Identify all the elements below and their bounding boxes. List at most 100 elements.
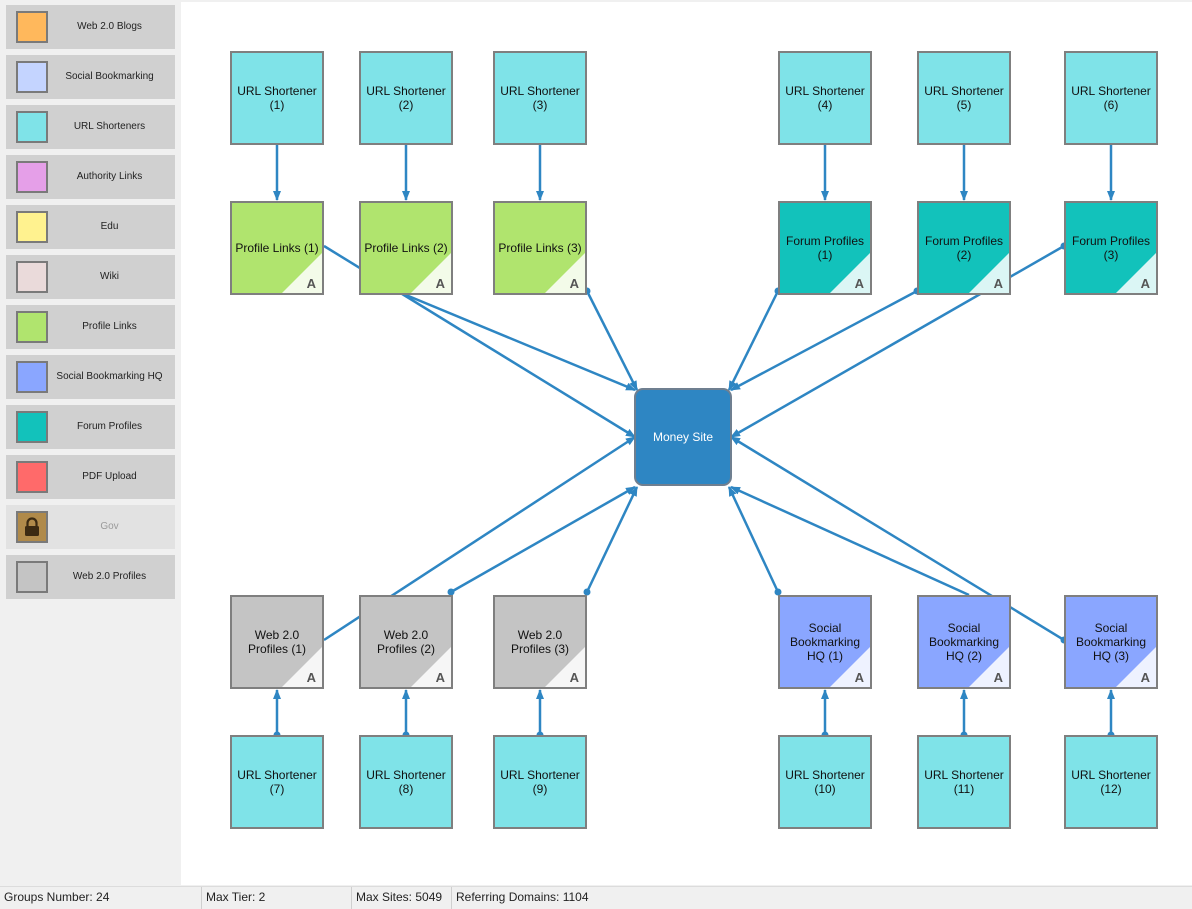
node-url-shortener-9[interactable]: URL Shortener (9): [493, 735, 587, 829]
anchor-badge: A: [993, 276, 1003, 291]
node-url-shortener-7[interactable]: URL Shortener (7): [230, 735, 324, 829]
node-forum-profiles-2[interactable]: Forum Profiles (2) A: [917, 201, 1011, 295]
node-label: Web 2.0 Profiles (2): [376, 628, 435, 656]
anchor-badge: A: [435, 670, 445, 685]
link-tier1-to-money: [730, 485, 970, 597]
page-corner-icon: [969, 253, 1009, 293]
palette-item-web-2-0-blogs[interactable]: Web 2.0 Blogs: [6, 5, 175, 49]
anchor-badge: A: [306, 276, 316, 291]
node-url-shortener-1[interactable]: URL Shortener (1): [230, 51, 324, 145]
link-endpoint-dot: [447, 588, 455, 596]
palette-swatch: [16, 511, 48, 543]
node-profile-links-1[interactable]: Profile Links (1) A: [230, 201, 324, 295]
link-tier1-to-money: [730, 289, 918, 392]
palette-swatch: [16, 461, 48, 493]
node-profile-links-2[interactable]: Profile Links (2) A: [359, 201, 453, 295]
palette-swatch: [16, 361, 48, 393]
anchor-badge: A: [1140, 670, 1150, 685]
node-url-shortener-6[interactable]: URL Shortener (6): [1064, 51, 1158, 145]
palette-swatch: [16, 11, 48, 43]
palette-item-edu[interactable]: Edu: [6, 205, 175, 249]
node-label: Social Bookmarking HQ (1): [789, 621, 861, 663]
palette-item-label: Social Bookmarking: [65, 71, 154, 82]
palette-item-url-shorteners[interactable]: URL Shorteners: [6, 105, 175, 149]
node-url-shortener-4[interactable]: URL Shortener (4): [778, 51, 872, 145]
node-label: Profile Links (1): [235, 241, 319, 255]
palette-swatch: [16, 161, 48, 193]
link-tier1-to-money: [450, 485, 636, 594]
palette-item-label: PDF Upload: [82, 471, 137, 482]
page-corner-icon: [545, 647, 585, 687]
money-site-label: Money Site: [652, 430, 714, 444]
link-tier1-to-money: [727, 486, 780, 593]
palette-swatch: [16, 211, 48, 243]
node-url-shortener-5[interactable]: URL Shortener (5): [917, 51, 1011, 145]
palette-item-social-bookmarking-hq[interactable]: Social Bookmarking HQ: [6, 355, 175, 399]
palette-item-wiki[interactable]: Wiki: [6, 255, 175, 299]
node-label: Forum Profiles (3): [1071, 234, 1151, 262]
anchor-badge: A: [993, 670, 1003, 685]
palette-item-label: Web 2.0 Profiles: [72, 571, 147, 582]
palette-item-label: Social Bookmarking HQ: [56, 371, 163, 382]
node-url-shortener-8[interactable]: URL Shortener (8): [359, 735, 453, 829]
palette-item-forum-profiles[interactable]: Forum Profiles: [6, 405, 175, 449]
palette-swatch: [16, 111, 48, 143]
status-bar: Groups Number: 24 Max Tier: 2 Max Sites:…: [0, 886, 1192, 909]
money-site-node[interactable]: Money Site: [634, 388, 732, 486]
link-tier1-to-money: [585, 290, 639, 391]
node-web-2-0-profiles-3[interactable]: Web 2.0 Profiles (3)A: [493, 595, 587, 689]
palette-item-label: Web 2.0 Blogs: [77, 21, 142, 32]
palette-item-web-2-0-profiles[interactable]: Web 2.0 Profiles: [6, 555, 175, 599]
page-corner-icon: [282, 253, 322, 293]
node-profile-links-3[interactable]: Profile Links (3)A: [493, 201, 587, 295]
palette-item-label: Authority Links: [76, 171, 143, 182]
max-sites: Max Sites: 5049: [352, 887, 452, 909]
palette-item-label: URL Shorteners: [73, 121, 146, 132]
link-tier1-to-money: [585, 486, 639, 593]
node-label: Forum Profiles (1): [785, 234, 865, 262]
palette-item-pdf-upload[interactable]: PDF Upload: [6, 455, 175, 499]
node-label: URL Shortener (8): [366, 768, 446, 796]
node-forum-profiles-1[interactable]: Forum Profiles (1) A: [778, 201, 872, 295]
node-label: Web 2.0 Profiles (3): [510, 628, 569, 656]
node-forum-profiles-3[interactable]: Forum Profiles (3) A: [1064, 201, 1158, 295]
node-label: Profile Links (2): [364, 241, 448, 255]
node-label: Forum Profiles (2): [924, 234, 1004, 262]
node-label: Social Bookmarking HQ (2): [928, 621, 1000, 663]
palette-item-social-bookmarking[interactable]: Social Bookmarking: [6, 55, 175, 99]
node-label: URL Shortener (6): [1071, 84, 1151, 112]
node-url-shortener-11[interactable]: URL Shortener (11): [917, 735, 1011, 829]
referring-domains: Referring Domains: 1104: [456, 890, 589, 904]
page-corner-icon: [545, 253, 585, 293]
palette-item-profile-links[interactable]: Profile Links: [6, 305, 175, 349]
node-label: URL Shortener (2): [366, 84, 446, 112]
node-web-2-0-profiles-2[interactable]: Web 2.0 Profiles (2)A: [359, 595, 453, 689]
node-url-shortener-12[interactable]: URL Shortener (12): [1064, 735, 1158, 829]
anchor-badge: A: [854, 276, 864, 291]
node-url-shortener-3[interactable]: URL Shortener (3): [493, 51, 587, 145]
node-label: URL Shortener (1): [237, 84, 317, 112]
anchor-badge: A: [435, 276, 445, 291]
node-label: URL Shortener (3): [500, 84, 580, 112]
node-social-bookmarking-hq-1[interactable]: Social Bookmarking HQ (1)A: [778, 595, 872, 689]
node-label: URL Shortener (11): [924, 768, 1004, 796]
diagram-canvas[interactable]: Money Site URL Shortener (1) Profile Link…: [181, 2, 1192, 885]
anchor-badge: A: [569, 670, 579, 685]
palette-item-label: Gov: [100, 521, 119, 532]
node-label: URL Shortener (12): [1071, 768, 1151, 796]
palette-item-gov: Gov: [6, 505, 175, 549]
node-label: Profile Links (3): [498, 241, 582, 255]
node-web-2-0-profiles-1[interactable]: Web 2.0 Profiles (1)A: [230, 595, 324, 689]
palette-item-authority-links[interactable]: Authority Links: [6, 155, 175, 199]
anchor-badge: A: [1140, 276, 1150, 291]
node-social-bookmarking-hq-2[interactable]: Social Bookmarking HQ (2) A: [917, 595, 1011, 689]
page-corner-icon: [411, 253, 451, 293]
link-endpoint-dot: [774, 588, 782, 596]
node-social-bookmarking-hq-3[interactable]: Social Bookmarking HQ (3)A: [1064, 595, 1158, 689]
node-url-shortener-10[interactable]: URL Shortener (10): [778, 735, 872, 829]
page-corner-icon: [830, 253, 870, 293]
palette-swatch: [16, 411, 48, 443]
node-url-shortener-2[interactable]: URL Shortener (2): [359, 51, 453, 145]
palette-swatch: [16, 311, 48, 343]
